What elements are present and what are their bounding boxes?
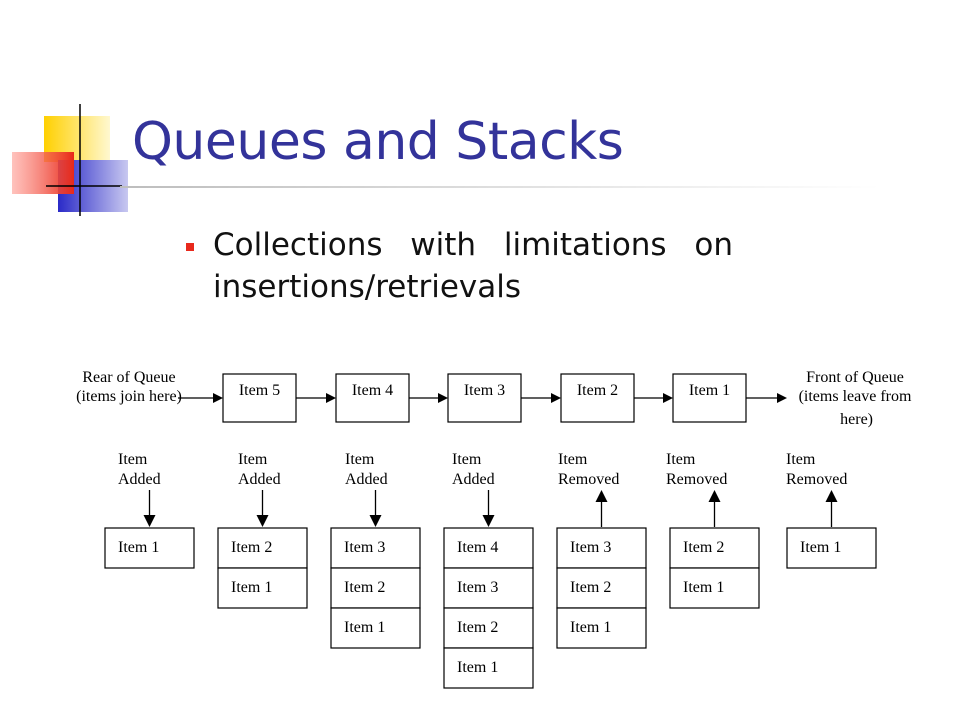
queue-item-label: Item 5 [239, 382, 280, 399]
stack-cell-label: Item 2 [231, 539, 272, 556]
stack-op-label: Item [786, 451, 816, 468]
queue-arrow-head [551, 393, 561, 403]
stack-add-arrow-head [482, 515, 495, 527]
stack-cell-label: Item 2 [570, 579, 611, 596]
queue-arrow-head [326, 393, 336, 403]
queue-arrow-head [663, 393, 673, 403]
queue-item-label: Item 2 [577, 382, 618, 399]
stack-cell [669, 527, 760, 569]
stack-op-label: Item [238, 451, 268, 468]
queue-item-label: Item 4 [352, 382, 393, 399]
queue-item-box [447, 373, 522, 423]
stack-op-label: Added [452, 471, 495, 488]
rear-of-queue-label: (items join here) [76, 388, 182, 405]
stack-op-label: Removed [666, 471, 727, 488]
stack-op-label: Added [238, 471, 281, 488]
stack-remove-arrow-head [825, 490, 838, 502]
queue-item-box [335, 373, 410, 423]
stack-remove-arrow-head [595, 490, 608, 502]
stack-cell-label: Item 2 [683, 539, 724, 556]
stack-cell-label: Item 2 [344, 579, 385, 596]
bullet-marker [186, 243, 194, 251]
stack-cell-label: Item 1 [344, 619, 385, 636]
stack-cell [556, 567, 647, 609]
stack-cell-label: Item 1 [800, 539, 841, 556]
stack-cell-label: Item 2 [457, 619, 498, 636]
queue-arrow-head [438, 393, 448, 403]
stack-op-label: Added [345, 471, 388, 488]
front-of-queue-label: Front of Queue [806, 369, 904, 386]
stack-op-label: Item [452, 451, 482, 468]
stack-cell [669, 567, 760, 609]
stack-cell-label: Item 4 [457, 539, 498, 556]
stack-cell [556, 607, 647, 649]
stack-cell-label: Item 3 [570, 539, 611, 556]
title-underline [120, 186, 880, 188]
stack-op-label: Added [118, 471, 161, 488]
stack-cell [217, 567, 308, 609]
stack-cell-label: Item 1 [118, 539, 159, 556]
queue-item-label: Item 3 [464, 382, 505, 399]
stack-cell [443, 567, 534, 609]
stack-cell-label: Item 1 [457, 659, 498, 676]
stack-cell [443, 607, 534, 649]
bullet-text: Collections with limitations on insertio… [213, 227, 733, 305]
stack-op-label: Item [345, 451, 375, 468]
rear-of-queue-label: Rear of Queue [82, 369, 175, 386]
stack-op-label: Item [118, 451, 148, 468]
queue-item-box [560, 373, 635, 423]
slide-decor-logo [12, 104, 128, 216]
stack-cell-label: Item 3 [457, 579, 498, 596]
stack-cell [556, 527, 647, 569]
stack-op-label: Removed [786, 471, 847, 488]
front-of-queue-label: here) [840, 411, 873, 428]
stack-cell [330, 607, 421, 649]
slide-title: Queues and Stacks [132, 112, 624, 172]
stack-cell [786, 527, 877, 569]
queue-item-label: Item 1 [689, 382, 730, 399]
stack-add-arrow-head [256, 515, 269, 527]
stack-add-arrow-head [143, 515, 156, 527]
queue-arrow-in-head [213, 393, 223, 403]
stack-cell [443, 647, 534, 689]
logo-red-square [12, 152, 74, 194]
stack-op-label: Item [666, 451, 696, 468]
stack-cell [330, 567, 421, 609]
stack-cell [443, 527, 534, 569]
stack-add-arrow-head [369, 515, 382, 527]
stack-cell-label: Item 1 [570, 619, 611, 636]
queue-arrow-out-head [777, 393, 787, 403]
queue-item-box [222, 373, 297, 423]
stack-cell-label: Item 1 [231, 579, 272, 596]
stack-cell [217, 527, 308, 569]
stack-cell [330, 527, 421, 569]
stack-remove-arrow-head [708, 490, 721, 502]
stack-cell-label: Item 1 [683, 579, 724, 596]
stack-op-label: Item [558, 451, 588, 468]
stack-op-label: Removed [558, 471, 619, 488]
stack-cell-label: Item 3 [344, 539, 385, 556]
front-of-queue-label: (items leave from [799, 388, 912, 405]
stack-cell [104, 527, 195, 569]
